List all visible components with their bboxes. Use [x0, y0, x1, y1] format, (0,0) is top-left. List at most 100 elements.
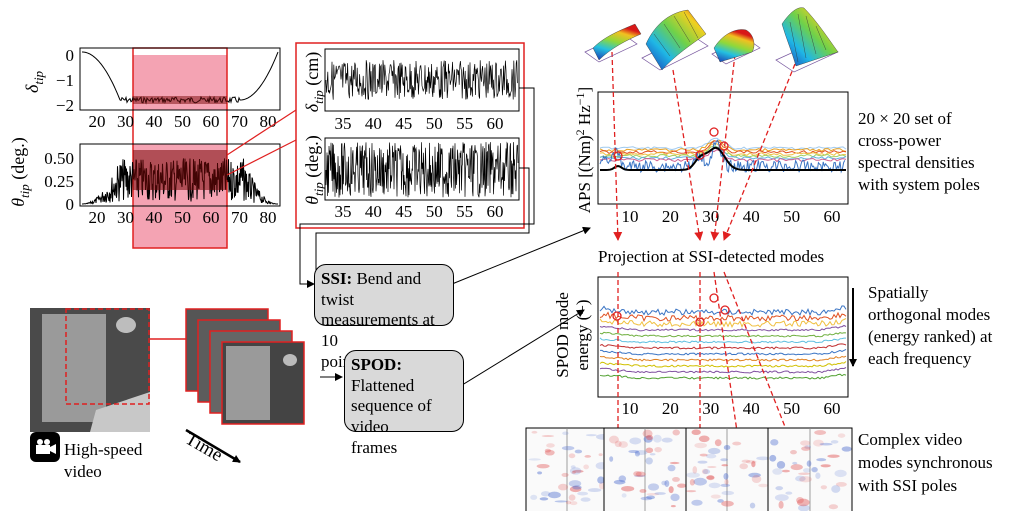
theta-zoom-frame — [324, 137, 520, 201]
theta-zoom-xtick-2: 45 — [395, 202, 412, 221]
time-label: Time — [182, 428, 227, 466]
zoom-connector-2 — [226, 139, 297, 176]
highspeed-label-1: High-speed — [64, 440, 143, 459]
spod-box: SPOD: Flattened sequence of video frames — [344, 350, 464, 457]
ssi-box-line2: measurements at 10 — [321, 310, 435, 351]
delta-left-ylabel: δtip — [22, 70, 46, 93]
complex-label-1: Complex video — [858, 430, 962, 449]
delta-zoom-xtick-1: 40 — [365, 114, 382, 133]
spod-pole-marker-3 — [720, 305, 730, 315]
delta-left-ytick-1: −1 — [56, 71, 74, 90]
complex-label-3: with SSI poles — [858, 476, 957, 495]
delta-zoom-xtick-0: 35 — [335, 114, 352, 133]
aps-cpsd-curve-6 — [599, 149, 847, 163]
spod-energy-curve-10 — [599, 367, 847, 374]
aps-xtick-2: 30 — [702, 207, 719, 226]
spod-pole-marker-1 — [695, 317, 705, 327]
aps-ylabel: APS [(Nm)2 Hz−1] — [573, 87, 594, 213]
spod-ylabel-line2: energy (−) — [573, 299, 592, 370]
delta-zoom-xtick-2: 45 — [395, 114, 412, 133]
flow-lines — [150, 87, 591, 391]
delta-zoom-xtick-3: 50 — [426, 114, 443, 133]
mode-shape-4 — [775, 7, 839, 73]
cpsd-label-4: with system poles — [858, 175, 980, 194]
mode-shape-1 — [584, 23, 642, 63]
delta-left-xtick-5: 70 — [231, 112, 248, 131]
theta-zoom-xtick-1: 40 — [365, 202, 382, 221]
aps-xtick-0: 10 — [622, 207, 639, 226]
theta-zoom-xtick-5: 60 — [487, 202, 504, 221]
zoom-outline — [295, 42, 525, 229]
theta-left-ylabel: θtip (deg.) — [8, 137, 32, 207]
aps-cpsd-curve-3 — [599, 143, 847, 157]
theta-zoom-xticks: 35 40 45 50 55 60 — [335, 202, 504, 221]
cpsd-label-2: cross-power — [858, 131, 941, 150]
flow-ssi-to-aps — [451, 226, 591, 285]
spod-energy-curve-11 — [599, 373, 847, 380]
video-mode-panel-3 — [767, 427, 853, 511]
delta-zoom-ylabel: δtip (cm) — [302, 52, 326, 113]
spatial-label-2: orthogonal modes — [868, 305, 990, 324]
frame-stack — [185, 308, 305, 464]
aps-pole-marker-1 — [695, 150, 705, 160]
video-frame-bracket — [90, 392, 150, 432]
projection-arrow-2 — [710, 53, 736, 241]
theta-left-xtick-6: 80 — [260, 208, 277, 227]
delta-left-xtick-3: 50 — [174, 112, 191, 131]
spod-frame — [597, 276, 849, 398]
delta-left-xtick-4: 60 — [203, 112, 220, 131]
video-mode-panel-2 — [685, 427, 770, 511]
aps-cpsd-curve-1 — [599, 139, 847, 153]
spod-energy-curve-1 — [599, 311, 847, 322]
theta-left-frame — [79, 143, 281, 207]
video-mode-panels — [525, 427, 853, 511]
theta-left-ytick-0: 0.50 — [44, 149, 74, 168]
theta-zoom-ylabel: θtip (deg.) — [302, 135, 326, 205]
aps-xtick-1: 20 — [662, 207, 679, 226]
mode-shape-3 — [711, 29, 761, 65]
spod-energy-curve-0 — [599, 305, 847, 317]
theta-left-xtick-1: 30 — [117, 208, 134, 227]
theta-zoom-xtick-3: 50 — [426, 202, 443, 221]
video-frame-plate — [42, 314, 106, 422]
spod-xtick-2: 30 — [702, 399, 719, 418]
spod-energy-curve-5 — [599, 337, 846, 344]
camera-icon — [36, 439, 56, 454]
zoom-time-series: 35 40 45 50 55 60 35 40 45 50 55 60 δtip (cm) θtip… — [295, 42, 525, 229]
spod-pole-marker-0 — [612, 311, 622, 321]
video-frame-glint — [116, 317, 136, 333]
spod-energy-curve-9 — [599, 361, 847, 368]
spod-box-line1: Flattened — [351, 375, 415, 395]
spod-xtick-4: 50 — [783, 399, 800, 418]
theta-left-ytick-2: 0 — [66, 195, 75, 214]
projection-arrow-6 — [713, 271, 748, 481]
delta-left-frame — [79, 47, 281, 111]
aps-curves — [599, 127, 847, 174]
theta-left-xtick-5: 70 — [231, 208, 248, 227]
aps-model-fit — [600, 146, 846, 171]
aps-xtick-3: 40 — [743, 207, 760, 226]
stack-frame-4-plate — [226, 346, 270, 420]
spatial-label-1: Spatially — [868, 283, 929, 302]
projection-arrow-0 — [611, 51, 623, 241]
flow-spod-to-spod — [453, 309, 585, 391]
theta-zoom-xtick-4: 55 — [456, 202, 473, 221]
stack-frame-4-glint — [283, 354, 297, 366]
delta-left-xtick-2: 40 — [146, 112, 163, 131]
theta-left-xtick-3: 50 — [174, 208, 191, 227]
flow-line-delta — [299, 87, 535, 288]
mode-shape-2 — [641, 9, 709, 71]
cpsd-label-3: spectral densities — [858, 153, 975, 172]
theta-zoom-xtick-0: 35 — [335, 202, 352, 221]
complex-label-2: modes synchronous — [858, 453, 993, 472]
aps-cpsd-curve-2 — [599, 140, 847, 154]
aps-xtick-5: 60 — [824, 207, 841, 226]
delta-left-xtick-1: 30 — [117, 112, 134, 131]
video-frame-roi — [65, 308, 150, 405]
spod-xtick-0: 10 — [622, 399, 639, 418]
